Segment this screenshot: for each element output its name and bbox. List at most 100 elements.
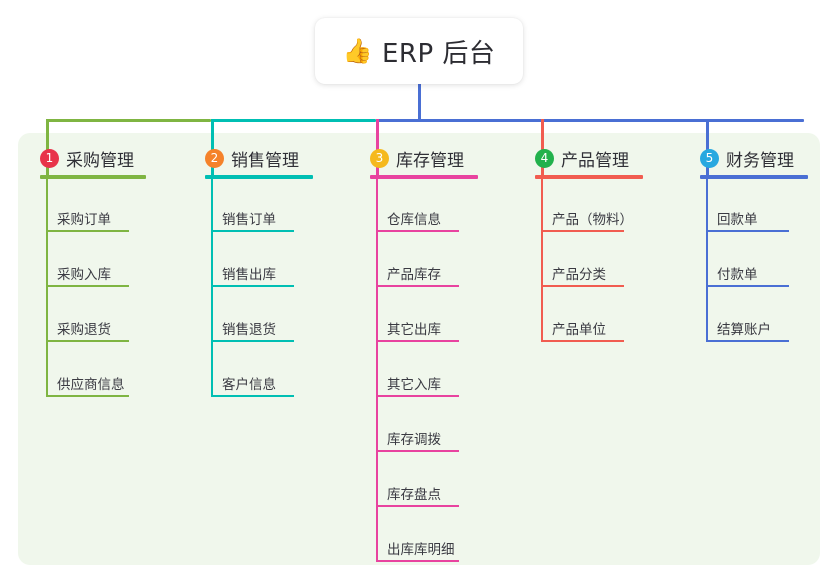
leaf-item[interactable]: 其它出库 bbox=[387, 318, 441, 338]
branch-title-2: 销售管理 bbox=[231, 150, 299, 171]
leaf-item-label: 采购入库 bbox=[57, 267, 111, 283]
leaf-item[interactable]: 产品单位 bbox=[552, 318, 606, 338]
leaf-underline bbox=[706, 230, 789, 232]
diagram-panel bbox=[18, 133, 820, 565]
leaf-underline bbox=[541, 340, 624, 342]
leaf-item-label: 库存调拨 bbox=[387, 432, 441, 448]
leaf-item-label: 其它出库 bbox=[387, 322, 441, 338]
leaf-underline bbox=[376, 560, 459, 562]
branch-underline-4 bbox=[535, 175, 643, 179]
branch-drop-3 bbox=[376, 119, 379, 175]
branch-spine-4 bbox=[541, 179, 543, 340]
leaf-item[interactable]: 销售订单 bbox=[222, 208, 276, 228]
leaf-underline bbox=[211, 395, 294, 397]
branch-number-badge-3: 3 bbox=[370, 148, 389, 168]
leaf-underline bbox=[541, 230, 624, 232]
leaf-underline bbox=[211, 230, 294, 232]
branch-underline-5 bbox=[700, 175, 808, 179]
branch-spine-3 bbox=[376, 179, 378, 560]
leaf-underline bbox=[541, 285, 624, 287]
branch-title-1: 采购管理 bbox=[66, 150, 134, 171]
leaf-item[interactable]: 采购订单 bbox=[57, 208, 111, 228]
leaf-item[interactable]: 销售出库 bbox=[222, 263, 276, 283]
branch-header-3[interactable]: 3 库存管理 bbox=[370, 146, 464, 171]
branch-number-badge-5: 5 bbox=[700, 148, 719, 168]
leaf-item-label: 采购退货 bbox=[57, 322, 111, 338]
leaf-item-label: 仓库信息 bbox=[387, 212, 441, 228]
leaf-item[interactable]: 仓库信息 bbox=[387, 208, 441, 228]
branch-header-4[interactable]: 4 产品管理 bbox=[535, 146, 629, 171]
branch-number-badge-4: 4 bbox=[535, 148, 554, 168]
root-node-text: 👍 ERP 后台 bbox=[343, 33, 496, 70]
branch-column-4: 4 产品管理 bbox=[535, 146, 629, 171]
branch-column-5: 5 财务管理 bbox=[700, 146, 794, 171]
leaf-item[interactable]: 产品库存 bbox=[387, 263, 441, 283]
leaf-item[interactable]: 库存盘点 bbox=[387, 483, 441, 503]
thumbs-up-icon: 👍 bbox=[342, 37, 373, 65]
leaf-underline bbox=[376, 230, 459, 232]
leaf-underline bbox=[706, 285, 789, 287]
leaf-underline bbox=[376, 395, 459, 397]
leaf-underline bbox=[211, 285, 294, 287]
root-stem bbox=[418, 84, 421, 122]
branch-underline-2 bbox=[205, 175, 313, 179]
leaf-underline bbox=[46, 285, 129, 287]
branch-header-2[interactable]: 2 销售管理 bbox=[205, 146, 299, 171]
leaf-item-label: 产品（物料） bbox=[552, 212, 633, 228]
leaf-item[interactable]: 产品分类 bbox=[552, 263, 606, 283]
leaf-item[interactable]: 回款单 bbox=[717, 208, 758, 228]
branch-drop-2 bbox=[211, 119, 214, 175]
branch-drop-1 bbox=[46, 119, 49, 175]
branch-number-badge-2: 2 bbox=[205, 148, 224, 168]
leaf-item[interactable]: 结算账户 bbox=[717, 318, 771, 338]
branch-title-3: 库存管理 bbox=[396, 150, 464, 171]
branch-number-badge-1: 1 bbox=[40, 148, 59, 168]
branch-underline-1 bbox=[40, 175, 146, 179]
branch-title-4: 产品管理 bbox=[561, 150, 629, 171]
leaf-item[interactable]: 采购入库 bbox=[57, 263, 111, 283]
leaf-underline bbox=[376, 340, 459, 342]
branch-header-5[interactable]: 5 财务管理 bbox=[700, 146, 794, 171]
leaf-item-label: 付款单 bbox=[717, 267, 758, 283]
branch-underline-3 bbox=[370, 175, 478, 179]
leaf-underline bbox=[46, 395, 129, 397]
bus-segment-2 bbox=[211, 119, 376, 122]
leaf-item[interactable]: 其它入库 bbox=[387, 373, 441, 393]
branch-column-1: 1 采购管理 bbox=[40, 146, 134, 171]
branch-header-1[interactable]: 1 采购管理 bbox=[40, 146, 134, 171]
branch-column-2: 2 销售管理 bbox=[205, 146, 299, 171]
leaf-underline bbox=[46, 230, 129, 232]
leaf-underline bbox=[706, 340, 789, 342]
branch-drop-4 bbox=[541, 119, 544, 175]
leaf-item[interactable]: 产品（物料） bbox=[552, 208, 633, 228]
leaf-item[interactable]: 采购退货 bbox=[57, 318, 111, 338]
branch-spine-2 bbox=[211, 179, 213, 395]
leaf-item-label: 回款单 bbox=[717, 212, 758, 228]
leaf-item-label: 销售退货 bbox=[222, 322, 276, 338]
leaf-underline bbox=[376, 505, 459, 507]
branch-spine-5 bbox=[706, 179, 708, 340]
leaf-item[interactable]: 客户信息 bbox=[222, 373, 276, 393]
leaf-underline bbox=[46, 340, 129, 342]
branch-drop-5 bbox=[706, 119, 709, 175]
leaf-item[interactable]: 库存调拨 bbox=[387, 428, 441, 448]
leaf-item-label: 结算账户 bbox=[717, 322, 771, 338]
root-node[interactable]: 👍 ERP 后台 bbox=[315, 18, 523, 84]
leaf-item[interactable]: 供应商信息 bbox=[57, 373, 125, 393]
leaf-item-label: 库存盘点 bbox=[387, 487, 441, 503]
leaf-item-label: 销售出库 bbox=[222, 267, 276, 283]
branch-title-5: 财务管理 bbox=[726, 150, 794, 171]
leaf-item[interactable]: 出库库明细 bbox=[387, 538, 455, 558]
leaf-item-label: 供应商信息 bbox=[57, 377, 125, 393]
leaf-item[interactable]: 付款单 bbox=[717, 263, 758, 283]
leaf-item[interactable]: 销售退货 bbox=[222, 318, 276, 338]
leaf-item-label: 采购订单 bbox=[57, 212, 111, 228]
bus-segment-1 bbox=[46, 119, 211, 122]
leaf-item-label: 销售订单 bbox=[222, 212, 276, 228]
leaf-item-label: 产品库存 bbox=[387, 267, 441, 283]
bus-segment-3 bbox=[376, 119, 804, 122]
leaf-item-label: 客户信息 bbox=[222, 377, 276, 393]
branch-spine-1 bbox=[46, 179, 48, 395]
leaf-underline bbox=[376, 285, 459, 287]
